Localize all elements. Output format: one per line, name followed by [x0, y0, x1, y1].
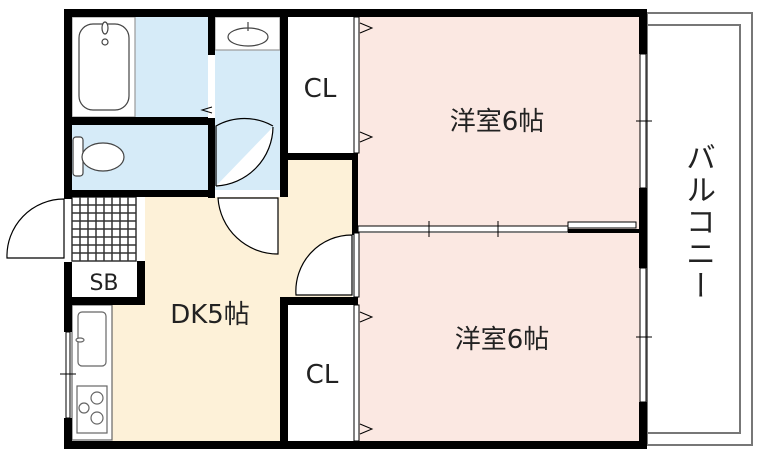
- closet-top: [288, 17, 352, 153]
- windows: [60, 53, 652, 419]
- bathtub-icon: [71, 16, 136, 118]
- western-room-1-floor: [358, 17, 640, 229]
- closet-bottom-label: CL: [305, 360, 339, 390]
- balcony: [646, 12, 753, 446]
- western-room-1-label: 洋室6帖: [449, 107, 545, 137]
- dk-floor: [112, 160, 352, 441]
- closet-top-label: CL: [303, 74, 337, 104]
- bath-floor: [135, 17, 208, 117]
- door-swings: [6, 117, 353, 296]
- balcony-label: バルコニー: [680, 142, 715, 302]
- closet-bottom: [288, 305, 352, 440]
- toilet-icon: [72, 136, 125, 177]
- dk-label: DK5帖: [170, 300, 250, 330]
- washbasin-icon: [214, 16, 281, 51]
- entrance-tile-icon: [71, 196, 137, 262]
- sliding-doors: [200, 16, 569, 442]
- kitchen-counter: [71, 304, 113, 441]
- western-room-2-label: 洋室6帖: [454, 325, 550, 355]
- walls: [64, 9, 647, 449]
- storage-label: SB: [89, 271, 119, 296]
- western-room-2-floor: [358, 233, 640, 441]
